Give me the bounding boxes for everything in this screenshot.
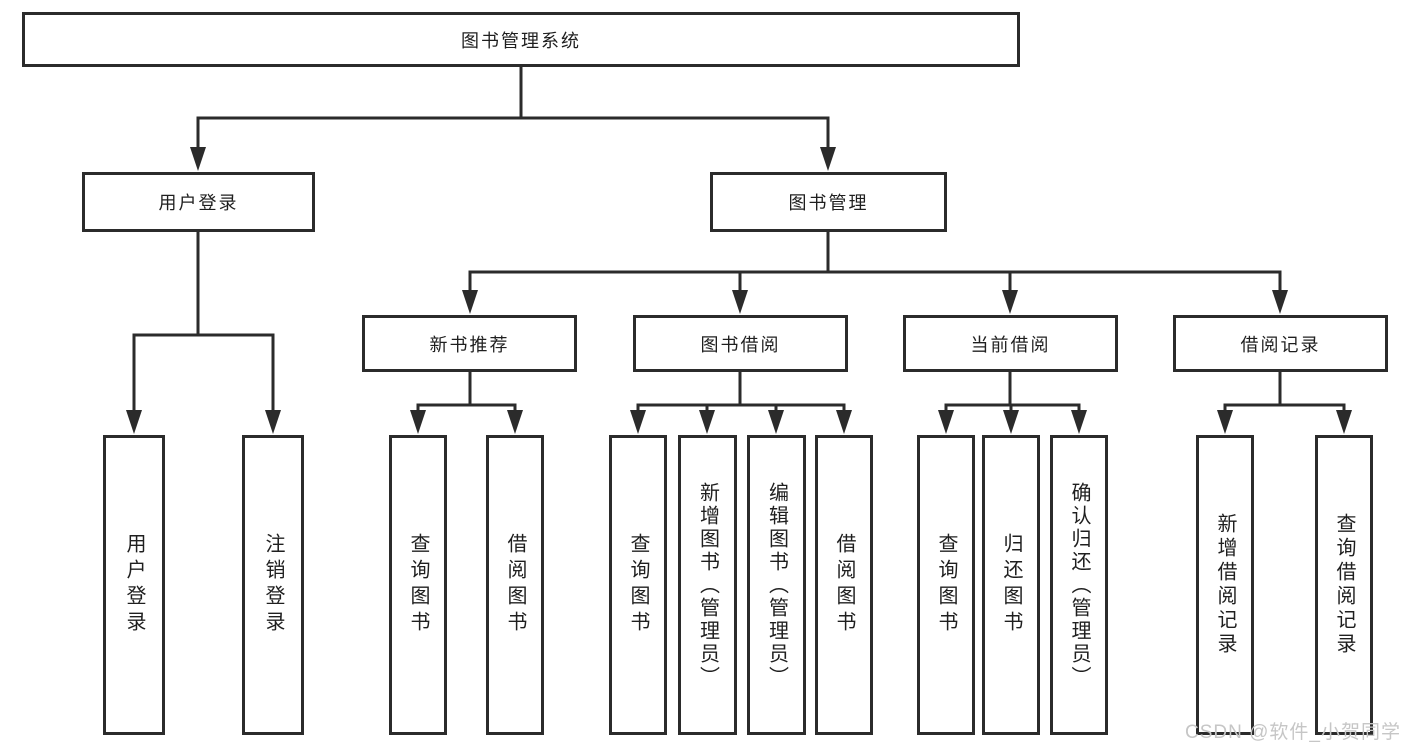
node-root-system: 图书管理系统	[22, 12, 1020, 67]
node-book-management: 图书管理	[710, 172, 947, 232]
leaf-borrow-book: 借阅图书	[815, 435, 873, 735]
leaf-user-login: 用户登录	[103, 435, 165, 735]
leaf-return-book: 归还图书	[982, 435, 1040, 735]
leaf-logout: 注销登录	[242, 435, 304, 735]
leaf-add-borrow-record: 新增借阅记录	[1196, 435, 1254, 735]
node-borrowing-records: 借阅记录	[1173, 315, 1388, 372]
node-user-login: 用户登录	[82, 172, 315, 232]
leaf-add-book-admin: 新增图书（管理员）	[678, 435, 737, 735]
leaf-query-books-recommend: 查询图书	[389, 435, 447, 735]
node-new-book-recommend: 新书推荐	[362, 315, 577, 372]
node-book-borrowing: 图书借阅	[633, 315, 848, 372]
leaf-query-books-current: 查询图书	[917, 435, 975, 735]
leaf-confirm-return-admin: 确认归还（管理员）	[1050, 435, 1108, 735]
leaf-borrow-books-recommend: 借阅图书	[486, 435, 544, 735]
leaf-query-borrow-record: 查询借阅记录	[1315, 435, 1373, 735]
leaf-query-books-borrow: 查询图书	[609, 435, 667, 735]
arrowheads	[126, 147, 1352, 434]
node-current-borrowing: 当前借阅	[903, 315, 1118, 372]
leaf-edit-book-admin: 编辑图书（管理员）	[747, 435, 806, 735]
csdn-watermark: CSDN @软件_小贺同学	[1185, 722, 1401, 743]
